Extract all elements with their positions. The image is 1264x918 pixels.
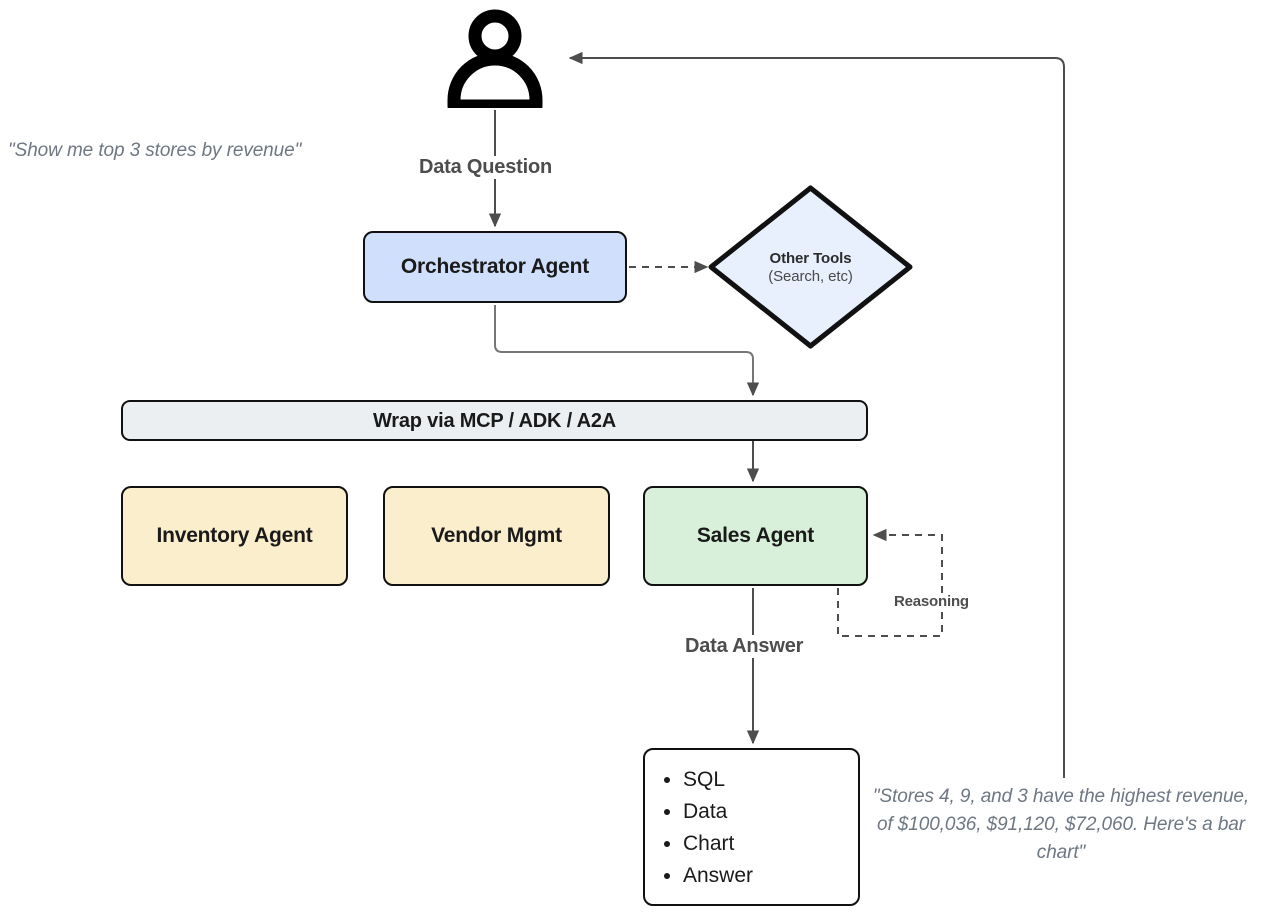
mcp-bar-label: Wrap via MCP / ADK / A2A bbox=[372, 409, 617, 432]
annotation-user-question: "Show me top 3 stores by revenue" bbox=[8, 140, 302, 161]
edge-label-data-answer: Data Answer bbox=[679, 635, 810, 658]
list-item: SQL bbox=[683, 764, 858, 796]
node-vendor-mgmt[interactable]: Vendor Mgmt bbox=[383, 486, 610, 586]
list-item: Chart bbox=[683, 828, 858, 860]
node-sales-agent[interactable]: Sales Agent bbox=[643, 486, 868, 586]
user-person-icon bbox=[445, 8, 545, 113]
inventory-agent-label: Inventory Agent bbox=[156, 524, 313, 548]
annotation-final-answer: "Stores 4, 9, and 3 have the highest rev… bbox=[872, 786, 1250, 864]
sales-agent-label: Sales Agent bbox=[696, 524, 815, 548]
edge-label-data-question: Data Question bbox=[413, 156, 558, 179]
node-other-tools[interactable]: Other Tools (Search, etc) bbox=[708, 185, 913, 349]
edge-label-reasoning: Reasoning bbox=[888, 593, 975, 610]
output-artifacts-list: SQL Data Chart Answer bbox=[667, 764, 858, 892]
node-orchestrator-agent[interactable]: Orchestrator Agent bbox=[363, 231, 627, 303]
node-inventory-agent[interactable]: Inventory Agent bbox=[121, 486, 348, 586]
list-item: Data bbox=[683, 796, 858, 828]
orchestrator-agent-label: Orchestrator Agent bbox=[400, 255, 590, 279]
other-tools-label-group: Other Tools (Search, etc) bbox=[708, 185, 913, 349]
node-output-artifacts[interactable]: SQL Data Chart Answer bbox=[643, 748, 860, 906]
node-mcp-wrapper-bar[interactable]: Wrap via MCP / ADK / A2A bbox=[121, 400, 868, 441]
diamond-shape bbox=[708, 185, 913, 349]
other-tools-subtitle: (Search, etc) bbox=[768, 267, 853, 285]
list-item: Answer bbox=[683, 860, 858, 892]
vendor-mgmt-label: Vendor Mgmt bbox=[431, 524, 562, 548]
other-tools-title: Other Tools bbox=[769, 249, 852, 267]
